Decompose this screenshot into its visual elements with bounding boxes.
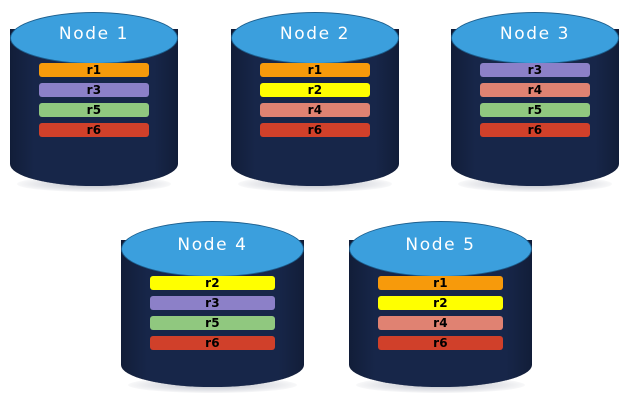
replica-bar[interactable]: r5: [38, 103, 150, 117]
replica-bar[interactable]: r5: [479, 103, 591, 117]
replica-bar[interactable]: r3: [479, 63, 591, 77]
node-label: Node 5: [405, 235, 476, 255]
node-cylinder-2[interactable]: Node 2 r1 r2 r4 r6: [231, 12, 399, 192]
replica-list: r1 r2 r4 r6: [378, 276, 503, 350]
replica-list: r2 r3 r5 r6: [150, 276, 275, 350]
replica-bar[interactable]: r6: [38, 123, 150, 137]
node-top-ellipse: [349, 221, 532, 277]
replica-list: r1 r3 r5 r6: [38, 63, 150, 137]
node-label: Node 4: [177, 235, 248, 255]
node-cylinder-5[interactable]: Node 5 r1 r2 r4 r6: [349, 221, 532, 393]
node-label: Node 1: [58, 24, 130, 44]
replica-bar[interactable]: r1: [38, 63, 150, 77]
replica-bar[interactable]: r6: [259, 123, 371, 137]
node-top-ellipse: [451, 12, 619, 64]
replica-bar[interactable]: r4: [479, 83, 591, 97]
node-cylinder-3[interactable]: Node 3 r3 r4 r5 r6: [451, 12, 619, 192]
replica-bar[interactable]: r6: [378, 336, 503, 350]
replica-list: r1 r2 r4 r6: [259, 63, 371, 137]
replica-bar[interactable]: r4: [259, 103, 371, 117]
replica-bar[interactable]: r2: [259, 83, 371, 97]
node-cylinder-4[interactable]: Node 4 r2 r3 r5 r6: [121, 221, 304, 393]
replica-bar[interactable]: r5: [150, 316, 275, 330]
node-top-ellipse: [121, 221, 304, 277]
node-cylinder-1[interactable]: Node 1 r1 r3 r5 r6: [10, 12, 178, 192]
replica-bar[interactable]: r2: [150, 276, 275, 290]
replica-bar[interactable]: r1: [378, 276, 503, 290]
node-label: Node 2: [279, 24, 351, 44]
node-label: Node 3: [499, 24, 571, 44]
replica-bar[interactable]: r4: [378, 316, 503, 330]
replica-bar[interactable]: r6: [479, 123, 591, 137]
replica-list: r3 r4 r5 r6: [479, 63, 591, 137]
replica-bar[interactable]: r6: [150, 336, 275, 350]
replica-bar[interactable]: r1: [259, 63, 371, 77]
replica-bar[interactable]: r3: [150, 296, 275, 310]
replica-bar[interactable]: r3: [38, 83, 150, 97]
node-top-ellipse: [10, 12, 178, 64]
replica-bar[interactable]: r2: [378, 296, 503, 310]
